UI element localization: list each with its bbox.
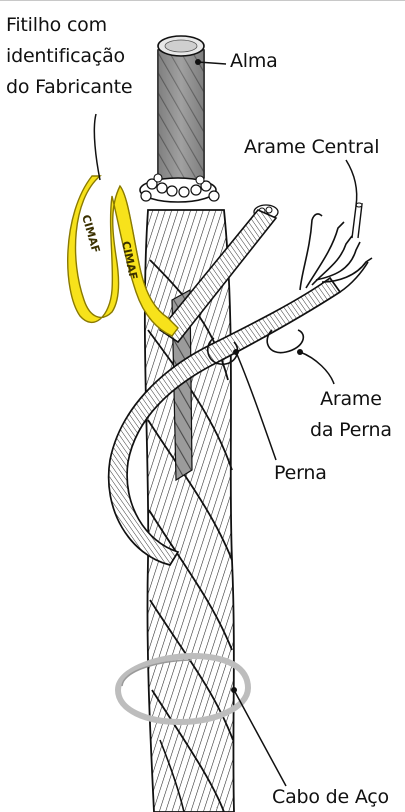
svg-text:CIMAF: CIMAF: [119, 240, 140, 281]
label-alma: Alma: [230, 50, 278, 73]
label-fitilho-line2: identificação: [6, 45, 132, 68]
leader-cabo: [234, 690, 286, 786]
label-fitilho-line1: Fitilho com: [6, 14, 132, 37]
label-fitilho: Fitilho com identificação do Fabricante: [6, 14, 132, 99]
label-cabo: Cabo de Aço: [272, 786, 389, 809]
tag-text-right: CIMAF: [119, 240, 140, 281]
svg-text:CIMAF: CIMAF: [79, 213, 102, 254]
loose-wires: [300, 203, 372, 290]
leader-arame-perna: [300, 352, 334, 384]
tag-text-left: CIMAF: [79, 213, 102, 254]
leader-fitilho: [94, 114, 100, 180]
label-fitilho-line3: do Fabricante: [6, 76, 132, 99]
leader-arame-central: [346, 160, 357, 206]
label-arame-perna: Arame da Perna: [310, 388, 392, 442]
label-perna: Perna: [274, 462, 327, 485]
label-arame-perna-line2: da Perna: [310, 419, 392, 442]
leader-perna: [236, 352, 276, 460]
label-arame-central: Arame Central: [244, 136, 379, 159]
label-arame-perna-line1: Arame: [310, 388, 392, 411]
alma-core: [158, 36, 204, 184]
